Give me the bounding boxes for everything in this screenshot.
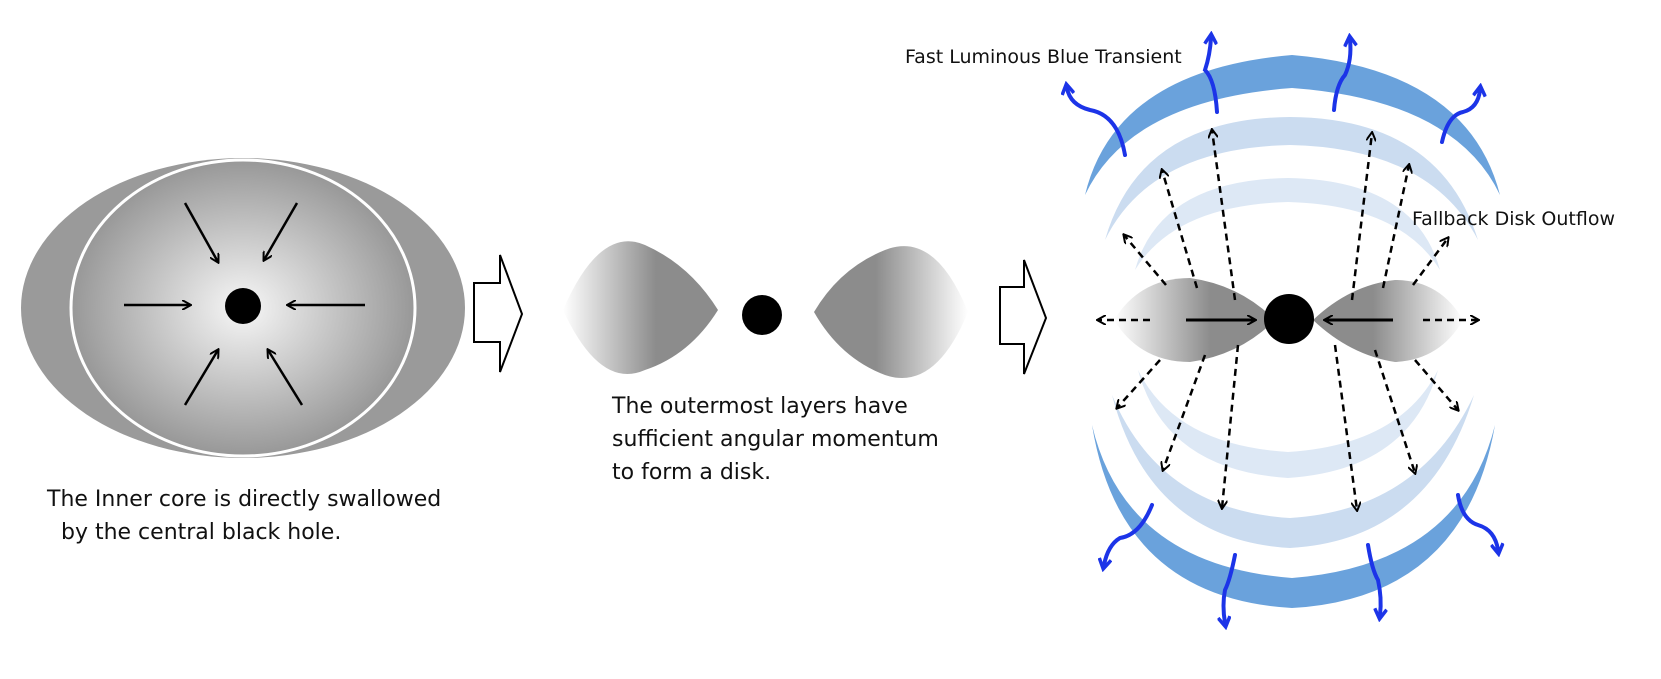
caption-line: sufficient angular momentum	[612, 427, 939, 452]
wavy-arrow-icon	[1332, 40, 1350, 112]
middle-shell-bottom	[1112, 395, 1474, 548]
wavy-arrow-icon	[1104, 503, 1154, 565]
panel-1-core-collapse	[21, 158, 465, 458]
outflow-arrow-icon	[1373, 349, 1415, 473]
disk-outflow-arrows	[1098, 130, 1478, 510]
outflow-arrow-icon	[1212, 130, 1237, 301]
outer-shell-bottom	[1092, 425, 1495, 608]
caption-line: The Inner core is directly swallowed	[47, 487, 442, 512]
outflow-arrow-icon	[1411, 238, 1448, 286]
wavy-arrow-icon	[1366, 543, 1381, 615]
infall-arrows	[124, 202, 365, 406]
label-fast-luminous-blue-transient: Fast Luminous Blue Transient	[905, 46, 1182, 68]
outflow-arrow-icon	[1117, 359, 1161, 408]
infall-arrow-icon	[268, 350, 304, 406]
infall-arrow-icon	[183, 202, 218, 262]
flow-arrow-icon	[999, 259, 1048, 375]
outflow-arrow-icon	[1350, 133, 1372, 301]
inner-shell-top	[1135, 178, 1440, 270]
outflow-arrow-icon	[1163, 354, 1207, 470]
caption-panel-1: The Inner core is directly swallowed by …	[47, 483, 441, 549]
label-fallback-disk-outflow: Fallback Disk Outflow	[1412, 208, 1616, 230]
panel-3-outflow	[1067, 38, 1500, 623]
outflow-arrow-icon	[1162, 170, 1199, 289]
infall-arrow-icon	[264, 202, 299, 260]
caption-panel-2: The outermost layers have sufficient angu…	[612, 390, 939, 489]
wavy-arrow-icon	[1224, 553, 1237, 623]
fbot-outflow-arrows	[1067, 38, 1498, 623]
black-hole-icon	[225, 288, 261, 324]
outer-shell-top	[1085, 55, 1500, 195]
disk-lobe-left	[563, 241, 718, 374]
panel-2-disk-formation	[563, 241, 968, 378]
black-hole-icon	[1264, 294, 1314, 344]
infall-arrow-icon	[183, 350, 218, 406]
caption-line: by the central black hole.	[47, 520, 342, 545]
inner-shell-bottom	[1138, 370, 1438, 478]
wavy-arrow-icon	[1067, 88, 1127, 157]
caption-line: to form a disk.	[612, 460, 772, 485]
outflow-arrow-icon	[1222, 344, 1240, 508]
outflow-arrow-icon	[1124, 235, 1167, 286]
disk-lobe-right	[814, 246, 968, 378]
outflow-arrow-icon	[1414, 359, 1458, 410]
caption-line: The outermost layers have	[612, 394, 908, 419]
outflow-arrow-icon	[1333, 344, 1357, 510]
flow-arrow-icon	[473, 254, 524, 373]
wavy-arrow-icon	[1440, 90, 1480, 144]
middle-shell-top	[1105, 117, 1478, 240]
black-hole-icon	[742, 295, 782, 335]
wavy-arrow-icon	[1202, 38, 1219, 114]
wavy-arrow-icon	[1456, 493, 1498, 550]
outflow-arrow-icon	[1381, 165, 1409, 289]
